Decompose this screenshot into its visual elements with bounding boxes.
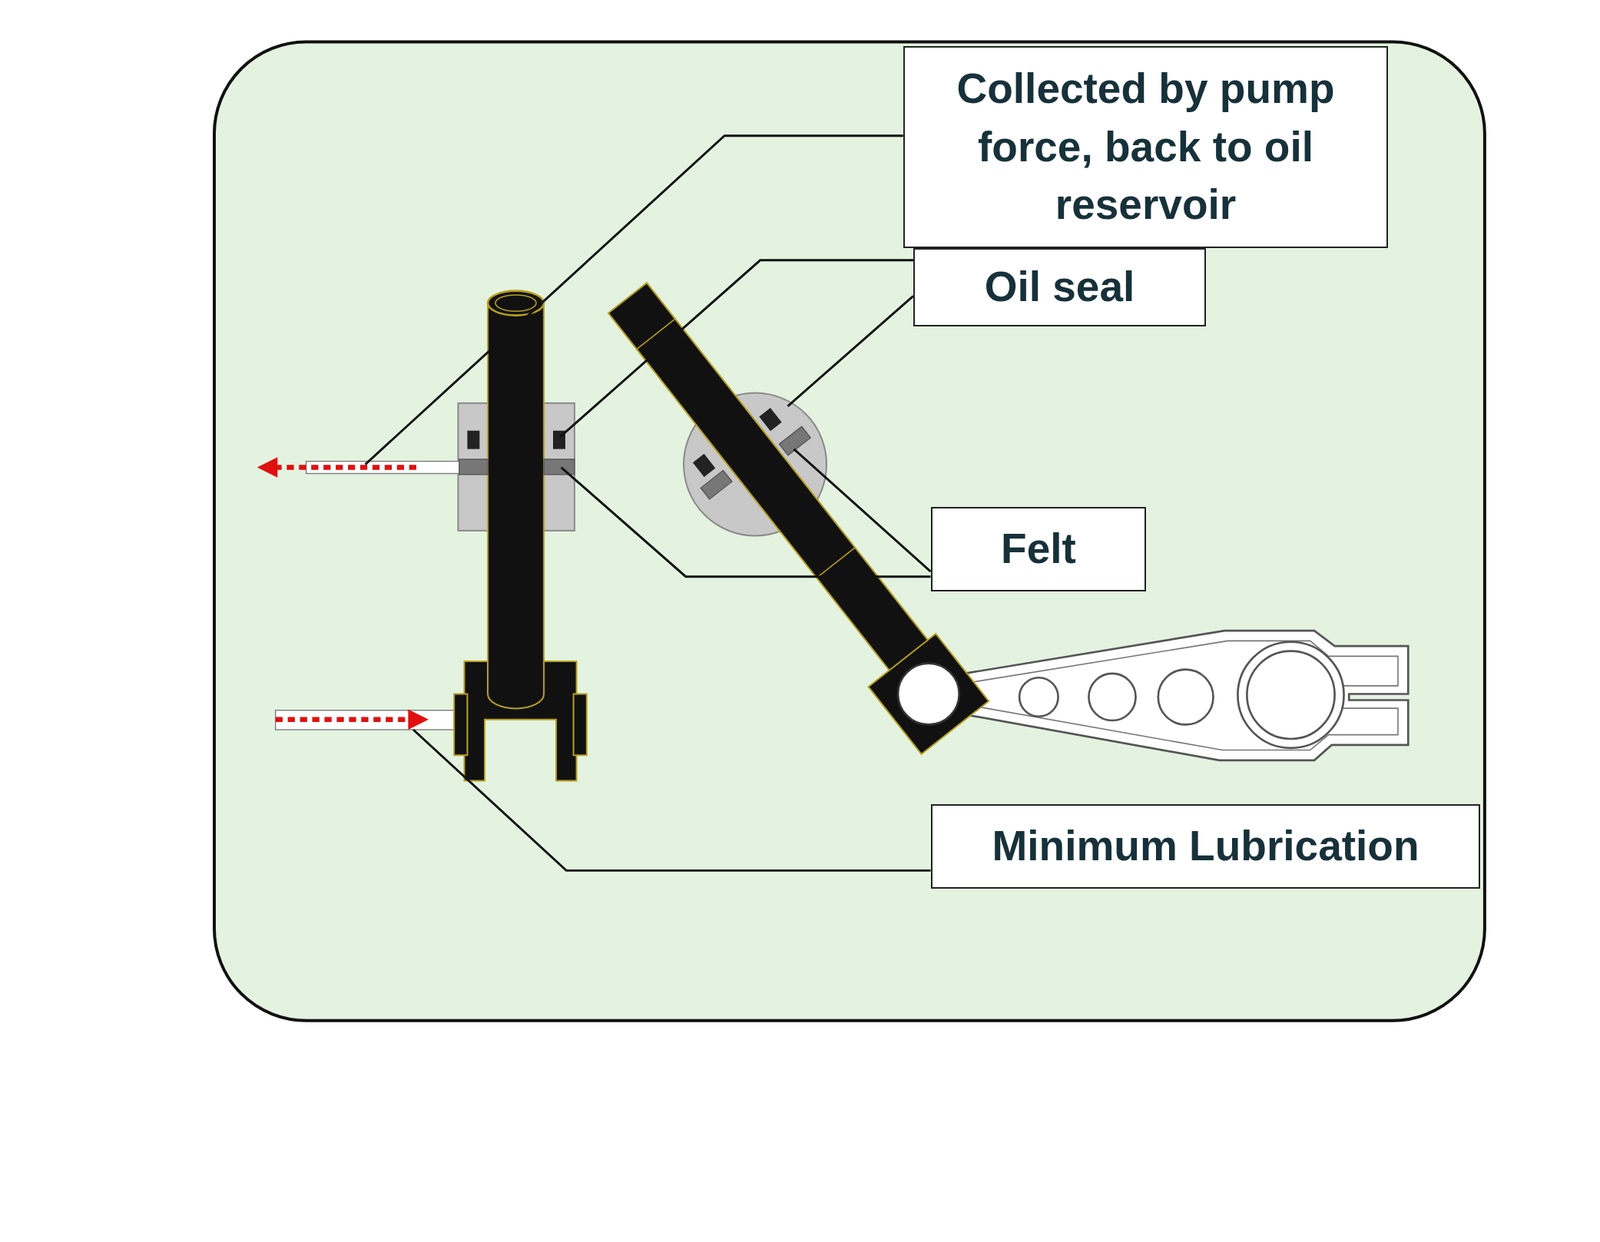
lever-ring (1237, 642, 1344, 749)
label-box: Oil seal (913, 248, 1206, 327)
oil-seal (467, 430, 480, 450)
shaft-bore (495, 294, 537, 312)
lever-edge (974, 640, 1398, 750)
felt (700, 470, 733, 500)
label-text-group: Oil seal (984, 258, 1136, 317)
shaft-top (487, 291, 544, 316)
supply-flow (275, 716, 411, 723)
return-flow (273, 464, 417, 471)
label-text: Collected by pump force, back to oil res… (915, 59, 1376, 236)
label-text-group: Collected by pump force, back to oil res… (915, 59, 1376, 236)
lever-hole (1158, 669, 1214, 726)
oil-seal (692, 453, 716, 478)
felt (543, 459, 575, 475)
lever-ring (1246, 651, 1335, 739)
bracket-flange (453, 694, 468, 756)
flow-arrowhead (257, 457, 279, 478)
felt (459, 459, 488, 475)
label-box: Collected by pump force, back to oil res… (903, 46, 1388, 249)
label-text: Felt (1000, 520, 1077, 579)
label-text: Minimum Lubrication (991, 817, 1419, 876)
label-box: Minimum Lubrication (930, 804, 1481, 889)
diagonal-arm (608, 282, 935, 679)
lever-hole (1019, 677, 1058, 716)
label-text: Oil seal (984, 258, 1136, 317)
link-lever (963, 630, 1408, 761)
arm-pivot (897, 663, 960, 726)
background-panel (214, 41, 1485, 1021)
flow-arrowhead (407, 708, 429, 730)
oil-seal (758, 407, 782, 431)
label-box: Felt (930, 506, 1147, 592)
lever-hole (1088, 673, 1136, 721)
label-text-group: Minimum Lubrication (991, 817, 1419, 876)
arm-end-block (868, 633, 990, 755)
vertical-shaft (487, 303, 544, 709)
leader-lines (365, 135, 931, 872)
bracket-flange (573, 694, 587, 756)
label-text-group: Felt (1000, 520, 1077, 579)
